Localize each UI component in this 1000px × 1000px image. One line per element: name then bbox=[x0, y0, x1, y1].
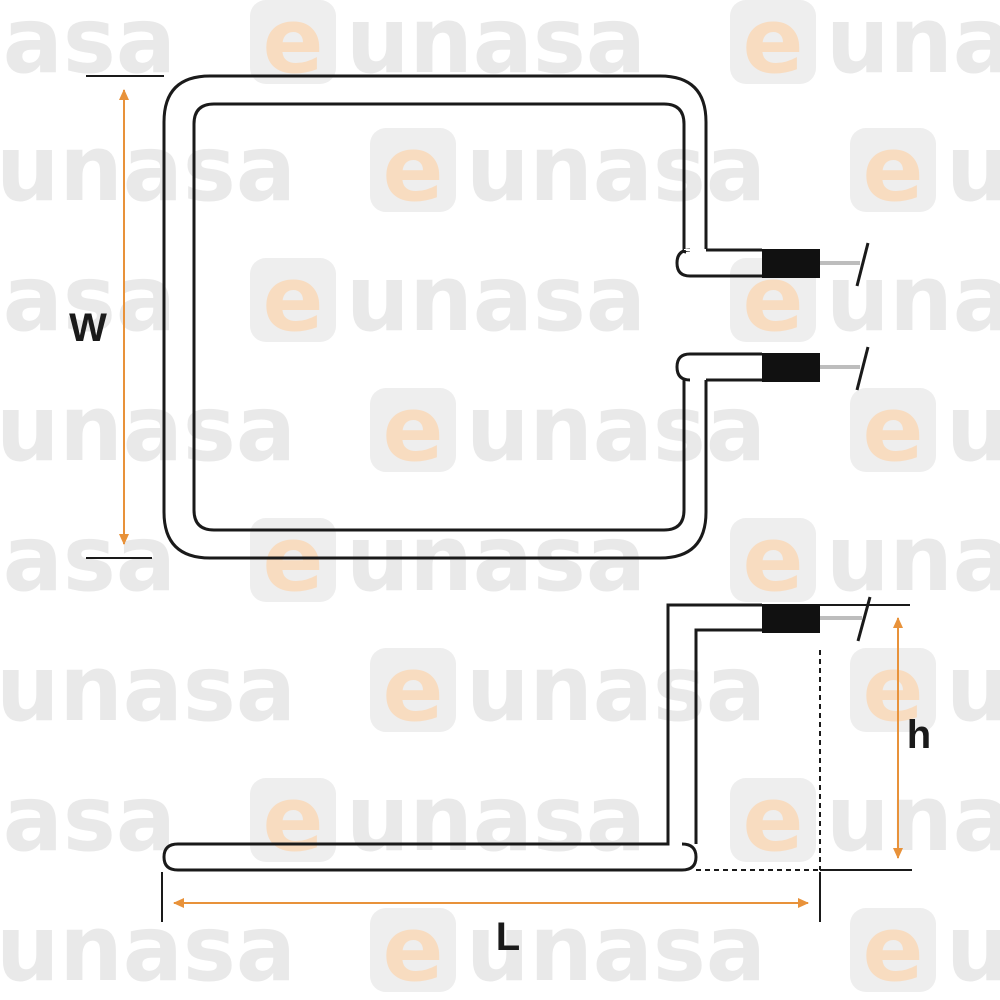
watermark-text: unasa bbox=[946, 375, 1000, 482]
height-dimension: h bbox=[696, 604, 931, 871]
watermark-e-letter: e bbox=[262, 247, 323, 352]
side-view-tube bbox=[162, 603, 762, 872]
watermark-text: unasa bbox=[0, 115, 296, 222]
wire-break-lower bbox=[855, 346, 870, 391]
side-terminal-block bbox=[762, 604, 820, 633]
top-view bbox=[162, 74, 762, 560]
height-label: h bbox=[907, 713, 931, 757]
watermark-text: unasa bbox=[826, 505, 1000, 612]
length-dimension: L bbox=[161, 872, 821, 959]
top-view-outer-tube bbox=[162, 74, 708, 560]
watermark-text: unasa bbox=[946, 635, 1000, 742]
watermark-text: unasa bbox=[0, 895, 296, 1000]
watermark-text: unasa bbox=[346, 0, 646, 94]
watermark-e-letter: e bbox=[742, 507, 803, 612]
watermark-e-letter: e bbox=[382, 637, 443, 742]
watermark-text: unasa bbox=[466, 375, 766, 482]
top-view-gaps bbox=[686, 252, 704, 378]
watermark-e-letter: e bbox=[862, 897, 923, 1000]
wire-break-upper bbox=[855, 242, 870, 287]
watermark-text: unasa bbox=[0, 375, 296, 482]
terminal-block-lower bbox=[762, 353, 820, 382]
watermark-text: unasa bbox=[0, 0, 176, 94]
watermark-e-letter: e bbox=[382, 117, 443, 222]
width-dimension: W bbox=[69, 75, 164, 559]
length-label: L bbox=[496, 915, 520, 959]
watermark-e-letter: e bbox=[862, 117, 923, 222]
watermark-text: unasa bbox=[466, 635, 766, 742]
watermark-e-letter: e bbox=[262, 767, 323, 872]
watermark-text: unasa bbox=[826, 765, 1000, 872]
watermark-text: unasa bbox=[946, 895, 1000, 1000]
top-terminal-tube-lower bbox=[675, 352, 762, 382]
terminal-block-upper bbox=[762, 249, 820, 278]
side-view bbox=[162, 603, 762, 872]
watermark-text: unasa bbox=[466, 115, 766, 222]
watermark-e-letter: e bbox=[862, 377, 923, 482]
watermark-text: unasa bbox=[346, 765, 646, 872]
top-view-inner-tube bbox=[192, 102, 686, 532]
watermark-e-letter: e bbox=[742, 0, 803, 94]
top-terminals bbox=[762, 242, 870, 391]
watermark-text: unasa bbox=[466, 895, 766, 1000]
watermark-text: unasa bbox=[0, 765, 176, 872]
width-label: W bbox=[69, 306, 107, 350]
watermark-e-letter: e bbox=[382, 897, 443, 1000]
watermark-text: unasa bbox=[346, 245, 646, 352]
watermark-e-letter: e bbox=[742, 767, 803, 872]
watermark-text: unasa bbox=[946, 115, 1000, 222]
watermark-text: unasa bbox=[0, 635, 296, 742]
watermark-e-letter: e bbox=[262, 0, 323, 94]
watermark-text: unasa bbox=[0, 245, 176, 352]
watermark-text: unasa bbox=[826, 0, 1000, 94]
watermark-e-letter: e bbox=[382, 377, 443, 482]
